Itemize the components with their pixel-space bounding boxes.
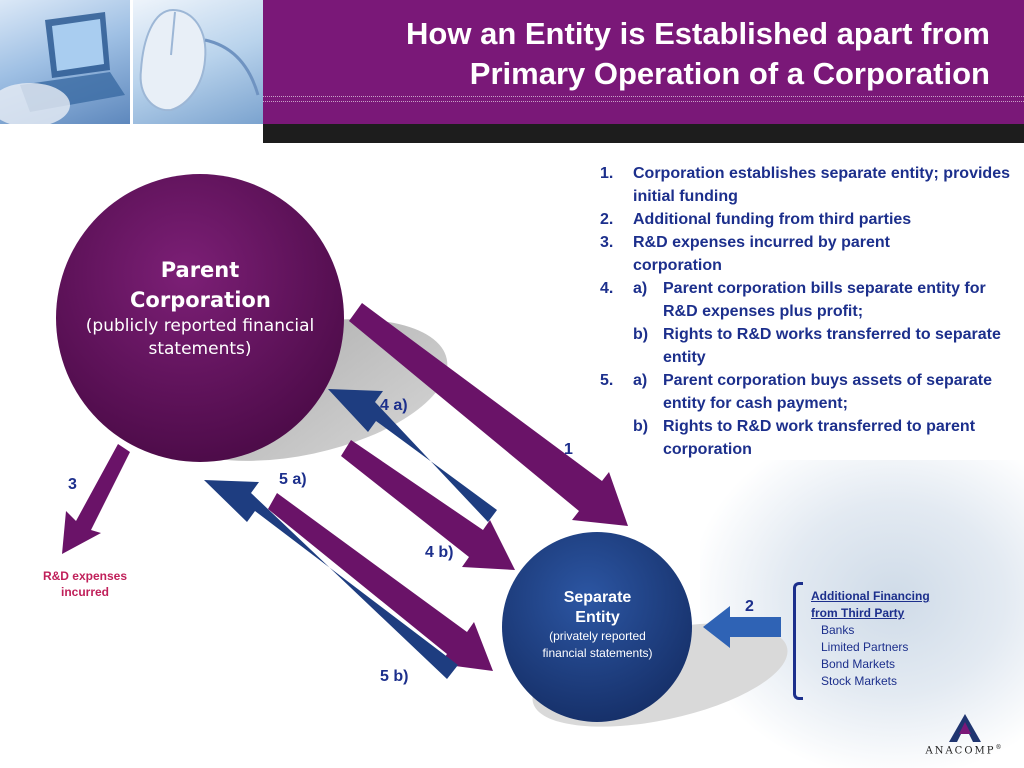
arrow-label-5a: 5 a) xyxy=(279,471,307,488)
step-text: R&D expenses incurred by parent corporat… xyxy=(633,234,890,274)
arrow-5b xyxy=(204,480,458,679)
slide-title-line1: How an Entity is Established apart from xyxy=(406,16,990,51)
financing-item: Bond Markets xyxy=(821,657,896,671)
slide-title-line2: Primary Operation of a Corporation xyxy=(469,56,990,91)
step-sub-text: Rights to R&D work transferred to parent… xyxy=(663,418,976,458)
step-item: 3. R&D expenses incurred by parent corpo… xyxy=(600,231,1020,277)
rd-expenses-label: R&D expenses incurred xyxy=(42,569,128,599)
arrow-label-2: 2 xyxy=(745,598,754,615)
financing-item: Limited Partners xyxy=(821,640,909,654)
arrow-3 xyxy=(62,444,130,554)
header-dotted-line xyxy=(263,101,1024,102)
parent-corporation-label: Parent Corporation (publicly reported fi… xyxy=(75,255,325,361)
step-subitem: b) Rights to R&D work transferred to par… xyxy=(633,415,1020,461)
header-purple-band xyxy=(263,0,1024,124)
financing-heading-line2: from Third Party xyxy=(811,606,905,620)
step-sub-letter: a) xyxy=(633,280,648,297)
step-subitem: a) Parent corporation buys assets of sep… xyxy=(633,369,1020,415)
anacomp-logo: ANACOMP® xyxy=(905,712,1024,768)
parent-corporation-subtitle: (publicly reported financial statements) xyxy=(85,316,315,359)
arrow-1 xyxy=(349,303,628,526)
computer-mouse-photo xyxy=(133,0,263,124)
arrow-4a xyxy=(328,389,497,522)
logo-registered: ® xyxy=(995,744,1004,751)
step-sub-letter: a) xyxy=(633,372,648,389)
financing-item: Stock Markets xyxy=(821,674,898,688)
slide-header: How an Entity is Established apart from … xyxy=(0,0,1024,143)
background-people-photo xyxy=(700,460,1024,768)
step-item: 4. a) Parent corporation bills separate … xyxy=(600,277,1020,369)
step-sub-text: Parent corporation bills separate entity… xyxy=(663,280,986,320)
laptop-illustration xyxy=(0,12,125,124)
separate-entity-title: Separate Entity xyxy=(563,589,632,626)
logo-name: ANACOMP xyxy=(925,745,996,757)
financing-bracket xyxy=(793,582,803,700)
financing-items: Banks Limited Partners Bond Markets Stoc… xyxy=(811,622,930,690)
step-number: 2. xyxy=(600,211,614,228)
step-subitem: a) Parent corporation bills separate ent… xyxy=(633,277,1020,323)
step-sub-letter: b) xyxy=(633,418,649,435)
financing-list: Additional Financing from Third Party Ba… xyxy=(811,588,930,690)
step-sub-text: Parent corporation buys assets of separa… xyxy=(663,372,992,412)
anacomp-logo-icon xyxy=(948,714,981,742)
step-item: 1. Corporation establishes separate enti… xyxy=(600,162,1020,208)
arrow-label-3: 3 xyxy=(68,476,77,493)
arrow-2 xyxy=(703,606,781,648)
laptop-photo xyxy=(0,0,130,124)
step-item: 2. Additional funding from third parties xyxy=(600,208,1020,231)
step-sublist: a) Parent corporation buys assets of sep… xyxy=(633,369,1020,461)
step-item: 5. a) Parent corporation buys assets of … xyxy=(600,369,1020,461)
separate-entity-subtitle: (privately reported financial statements… xyxy=(542,629,653,660)
slide-title: How an Entity is Established apart from … xyxy=(290,14,990,94)
step-subitem: b) Rights to R&D works transferred to se… xyxy=(633,323,1020,369)
header-dotted-line xyxy=(263,96,1024,97)
financing-heading-line1: Additional Financing xyxy=(811,589,930,603)
arrow-label-5b: 5 b) xyxy=(380,668,409,685)
arrow-label-4a: 4 a) xyxy=(380,397,408,414)
step-sublist: a) Parent corporation bills separate ent… xyxy=(633,277,1020,369)
anacomp-logo-text: ANACOMP® xyxy=(905,744,1024,756)
step-number: 3. xyxy=(600,234,614,251)
parent-corporation-title: Parent Corporation xyxy=(130,258,271,312)
step-text: Additional funding from third parties xyxy=(633,211,912,228)
arrow-label-4b: 4 b) xyxy=(425,544,454,561)
mouse-illustration xyxy=(139,8,260,112)
step-sub-text: Rights to R&D works transferred to separ… xyxy=(663,326,1001,366)
arrow-label-1: 1 xyxy=(564,441,573,458)
parent-corporation-circle xyxy=(56,174,344,462)
separate-entity-circle xyxy=(502,532,692,722)
header-black-band xyxy=(263,124,1024,143)
steps-list: 1. Corporation establishes separate enti… xyxy=(600,162,1020,461)
separate-entity-label: Separate Entity (privately reported fina… xyxy=(520,588,675,662)
step-sub-letter: b) xyxy=(633,326,649,343)
arrow-5a xyxy=(268,493,493,671)
step-number: 5. xyxy=(600,372,614,389)
arrow-4b xyxy=(341,440,515,570)
step-number: 4. xyxy=(600,280,614,297)
step-number: 1. xyxy=(600,165,614,182)
step-text: Corporation establishes separate entity;… xyxy=(633,165,1010,205)
financing-item: Banks xyxy=(821,623,855,637)
